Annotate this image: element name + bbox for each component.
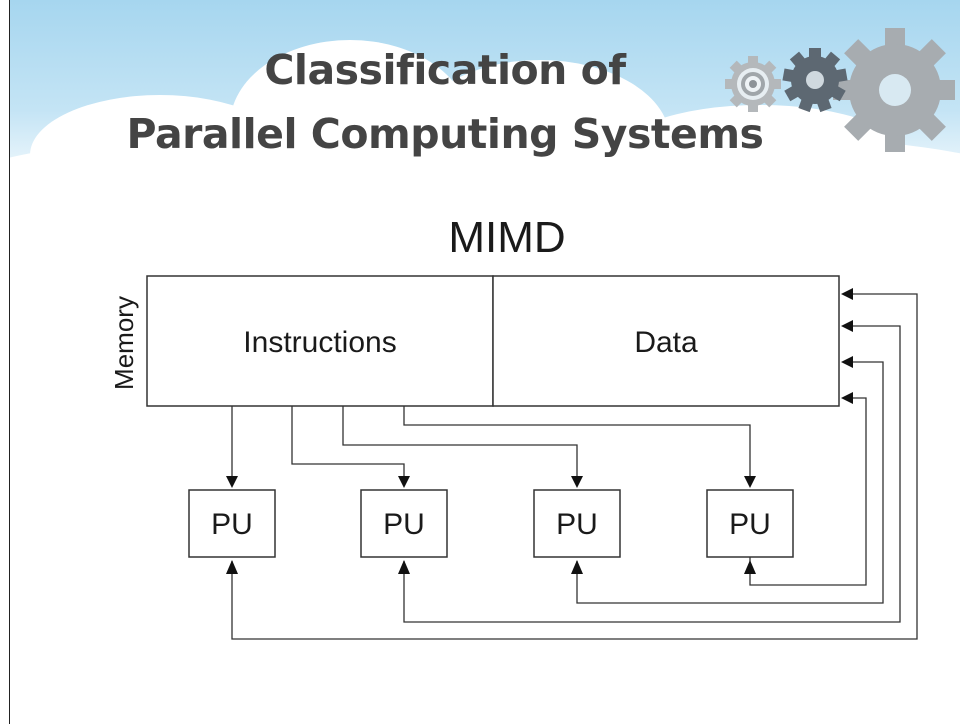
instruction-stream-arrow (403, 406, 756, 488)
data-stream-arrow (749, 392, 867, 586)
arrowhead-up (226, 560, 238, 574)
title-line-1: Classification of (264, 46, 626, 94)
arrowhead-up (398, 560, 410, 574)
slide-title: Classification of Parallel Computing Sys… (120, 38, 770, 166)
pu-label: PU (729, 508, 771, 541)
arrowhead-up (571, 560, 583, 574)
instructions-label: Instructions (243, 326, 396, 359)
title-line-2: Parallel Computing Systems (126, 110, 764, 158)
memory-label: Memory (109, 296, 139, 390)
arrowhead-up (744, 560, 756, 574)
diagram-heading: MIMD (448, 213, 565, 262)
pu-label: PU (556, 508, 598, 541)
pu-label: PU (211, 508, 253, 541)
pu-box: PU (360, 489, 448, 558)
sky-background (10, 0, 960, 200)
pu-box: PU (533, 489, 621, 558)
memory-block: Instructions Data (146, 275, 840, 407)
pu-box: PU (706, 489, 794, 558)
gears-icon (725, 28, 955, 152)
data-cell (492, 275, 840, 407)
slide-border (9, 0, 10, 724)
data-label: Data (634, 326, 698, 359)
instruction-stream-arrow (342, 406, 583, 488)
data-stream-arrow (403, 320, 901, 623)
instructions-cell (146, 275, 494, 407)
pu-label: PU (383, 508, 425, 541)
medium-gear-icon (782, 48, 848, 113)
pu-box: PU (188, 489, 276, 558)
data-stream-arrow (231, 288, 918, 640)
instruction-stream-arrow (291, 406, 410, 488)
data-stream-arrow (576, 356, 884, 604)
cloud (10, 130, 960, 200)
